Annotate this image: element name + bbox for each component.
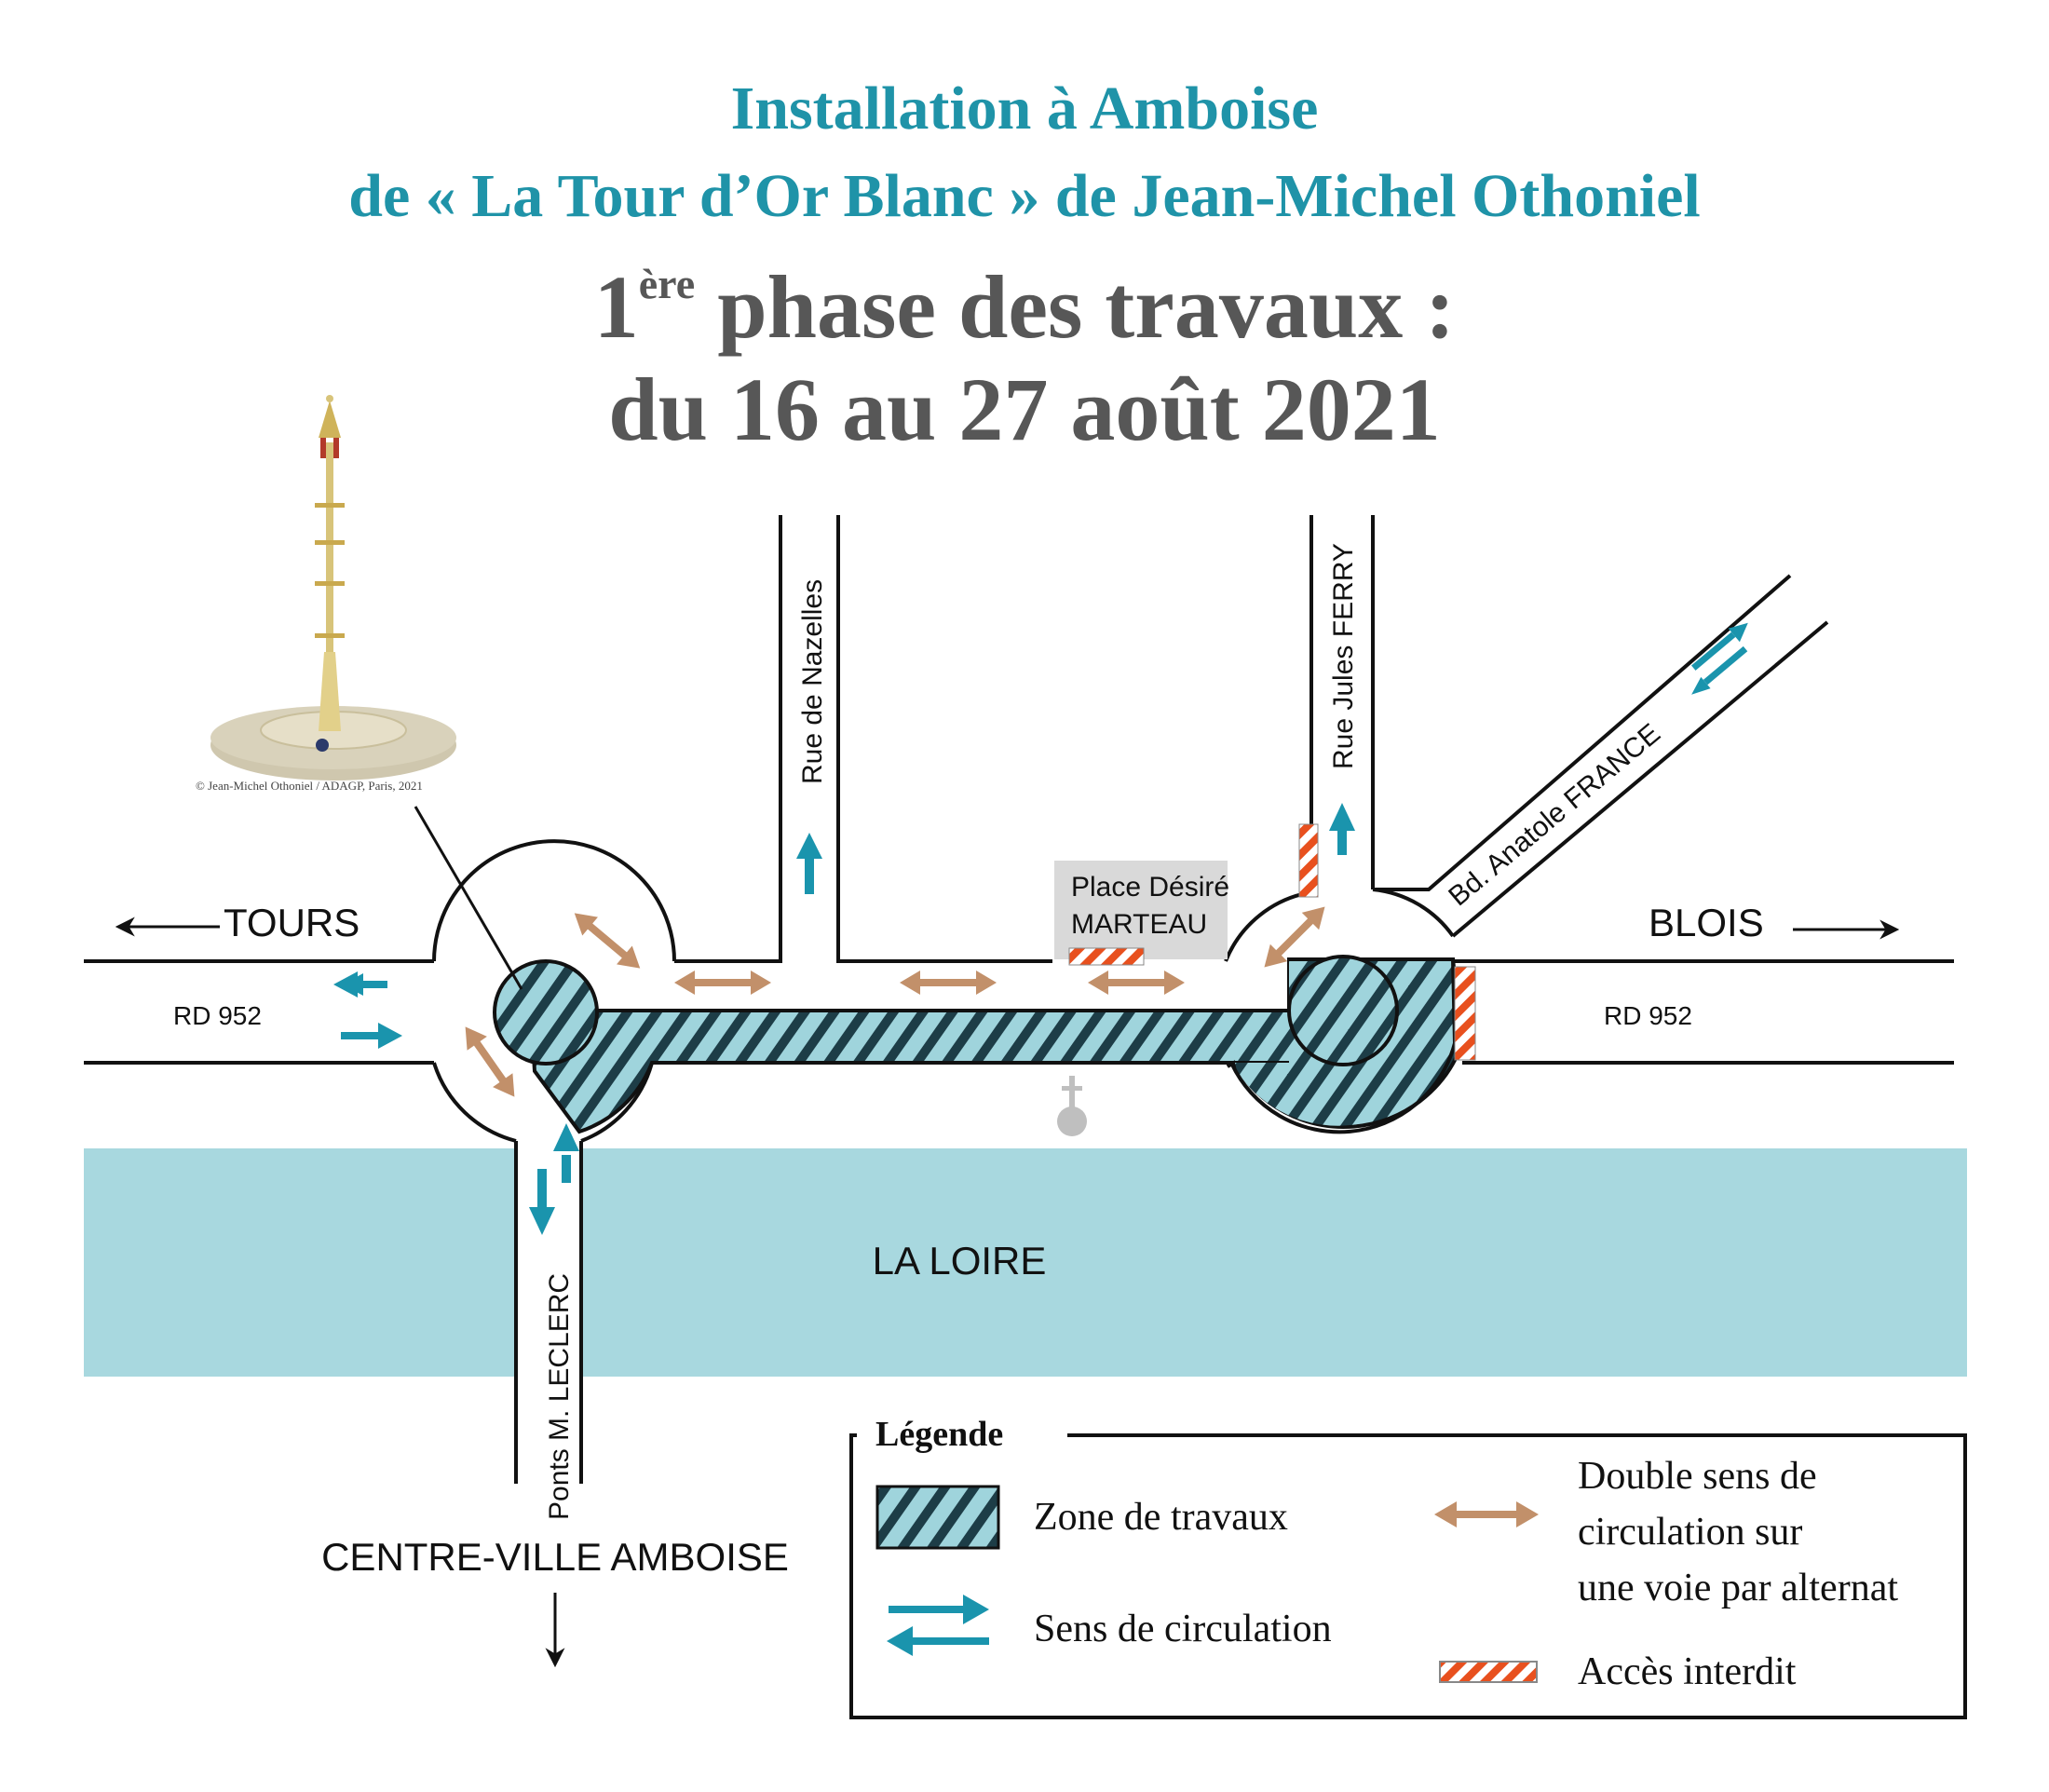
road-north-edge-middle bbox=[674, 515, 1052, 963]
place-marteau-label-1: Place Désiré bbox=[1071, 872, 1229, 903]
traffic-arrow-leclerc-up bbox=[553, 1123, 579, 1183]
tower-plaque-icon bbox=[316, 739, 329, 752]
barrier-place-marteau bbox=[1068, 947, 1145, 966]
place-marteau-label-2: MARTEAU bbox=[1071, 909, 1207, 940]
traffic-arrow-west-out bbox=[341, 1023, 402, 1049]
legend-alternate-label-2: circulation sur bbox=[1578, 1511, 1802, 1554]
alternate-arrow-6 bbox=[1264, 906, 1325, 968]
legend-no-access-label: Accès interdit bbox=[1578, 1650, 1797, 1693]
direction-tours: TOURS bbox=[224, 901, 360, 944]
traffic-arrow-leclerc-down bbox=[529, 1169, 555, 1235]
phase-title: 1ère phase des travaux : bbox=[0, 263, 2049, 352]
legend-title: Légende bbox=[875, 1415, 1003, 1454]
dates-title: du 16 au 27 août 2021 bbox=[608, 360, 1441, 459]
road-label-rd952-east: RD 952 bbox=[1604, 1001, 1692, 1030]
alternate-arrow-1 bbox=[674, 971, 771, 995]
phase-superscript: ère bbox=[638, 260, 696, 307]
direction-blois: BLOIS bbox=[1649, 901, 1764, 944]
roundabout-east bbox=[1224, 888, 1455, 962]
barrier-east-rd952 bbox=[1454, 966, 1476, 1061]
phase-number: 1 bbox=[593, 257, 639, 357]
road-label-ferry: Rue Jules FERRY bbox=[1328, 543, 1359, 769]
phase-text: phase des travaux : bbox=[695, 257, 1456, 357]
tower-illustration: © Jean-Michel Othoniel / ADAGP, Paris, 2… bbox=[196, 395, 456, 793]
road-label-leclerc: Ponts M. LECLERC bbox=[544, 1273, 575, 1520]
place-marteau-area bbox=[1054, 861, 1228, 959]
legend: Légende Zone de travaux Sens de circulat… bbox=[849, 1415, 1967, 1719]
legend-works-label: Zone de travaux bbox=[1034, 1496, 1288, 1539]
legend-alternate-label-3: une voie par alternat bbox=[1578, 1567, 1898, 1609]
title-line-2: de « La Tour d’Or Blanc » de Jean-Michel… bbox=[348, 162, 1701, 230]
legend-no-access-swatch bbox=[1439, 1661, 1538, 1683]
traffic-arrow-west-in bbox=[333, 971, 387, 998]
traffic-arrows bbox=[333, 622, 1748, 1235]
legend-works-swatch bbox=[875, 1485, 1000, 1550]
church-icon bbox=[1057, 1076, 1087, 1136]
road-label-nazelles: Rue de Nazelles bbox=[797, 579, 828, 784]
traffic-arrow-ferry bbox=[1329, 803, 1355, 855]
alternate-arrow-4 bbox=[574, 913, 641, 969]
direction-centre-ville: CENTRE-VILLE AMBOISE bbox=[321, 1535, 789, 1579]
river bbox=[84, 1148, 1967, 1377]
legend-alternate-icon bbox=[1434, 1501, 1539, 1527]
road-label-rd952-west: RD 952 bbox=[173, 1001, 262, 1030]
barrier-rue-ferry bbox=[1298, 823, 1319, 898]
tower-pointer-line bbox=[414, 806, 523, 990]
alternate-arrows bbox=[465, 906, 1325, 1097]
alternate-arrow-3 bbox=[1088, 971, 1185, 995]
illustration-credit: © Jean-Michel Othoniel / ADAGP, Paris, 2… bbox=[196, 779, 423, 793]
road-anatole-edges bbox=[1373, 574, 1829, 938]
legend-traffic-label: Sens de circulation bbox=[1034, 1608, 1332, 1650]
alternate-arrow-5 bbox=[465, 1026, 515, 1097]
traffic-arrow-anatole bbox=[1691, 622, 1748, 695]
legend-alternate-label-1: Double sens de bbox=[1578, 1455, 1817, 1498]
bridge-road bbox=[516, 1132, 581, 1484]
works-zone-east-island bbox=[1287, 955, 1399, 1066]
title-line-1: Installation à Amboise bbox=[730, 75, 1319, 143]
legend-traffic-icon bbox=[887, 1595, 989, 1656]
road-label-anatole: Bd. Anatole FRANCE bbox=[1443, 718, 1666, 913]
river-label: LA LOIRE bbox=[873, 1239, 1047, 1283]
traffic-arrow-nazelles bbox=[796, 833, 822, 894]
works-zone-east-outline bbox=[1229, 957, 1458, 1134]
alternate-arrow-2 bbox=[900, 971, 997, 995]
works-zone-west-island bbox=[493, 959, 599, 1066]
